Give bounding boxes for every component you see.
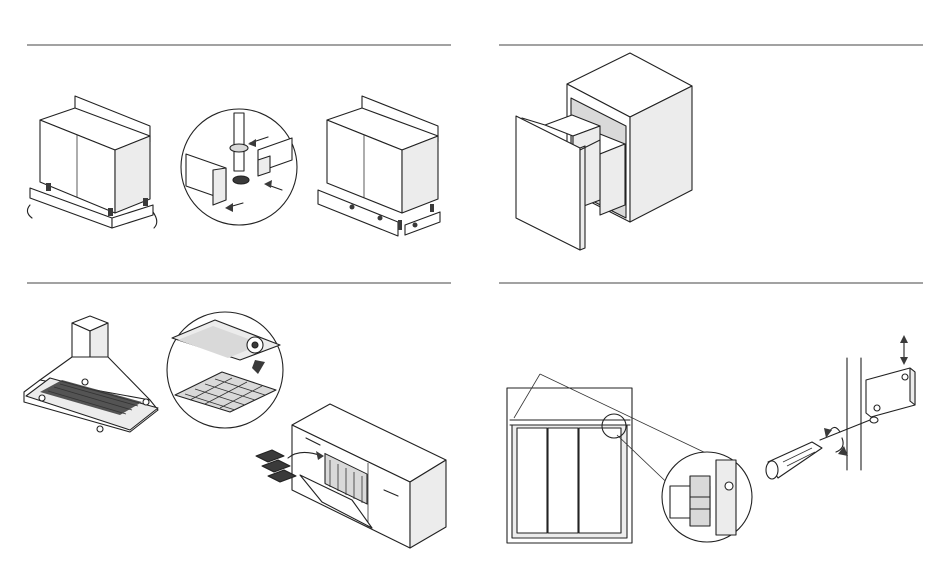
leg-clip-detail (181, 109, 297, 225)
cabinet-with-plinth (27, 96, 156, 228)
hinge-detail (662, 452, 752, 542)
grease-filter-detail (167, 312, 283, 428)
cooker-hood (24, 316, 158, 432)
screwdriver-adjustment (766, 335, 915, 479)
dishwasher-with-filters (256, 404, 446, 548)
cabinet-with-pullout-bins (516, 53, 692, 250)
cabinet-plinth-installed (318, 96, 440, 236)
